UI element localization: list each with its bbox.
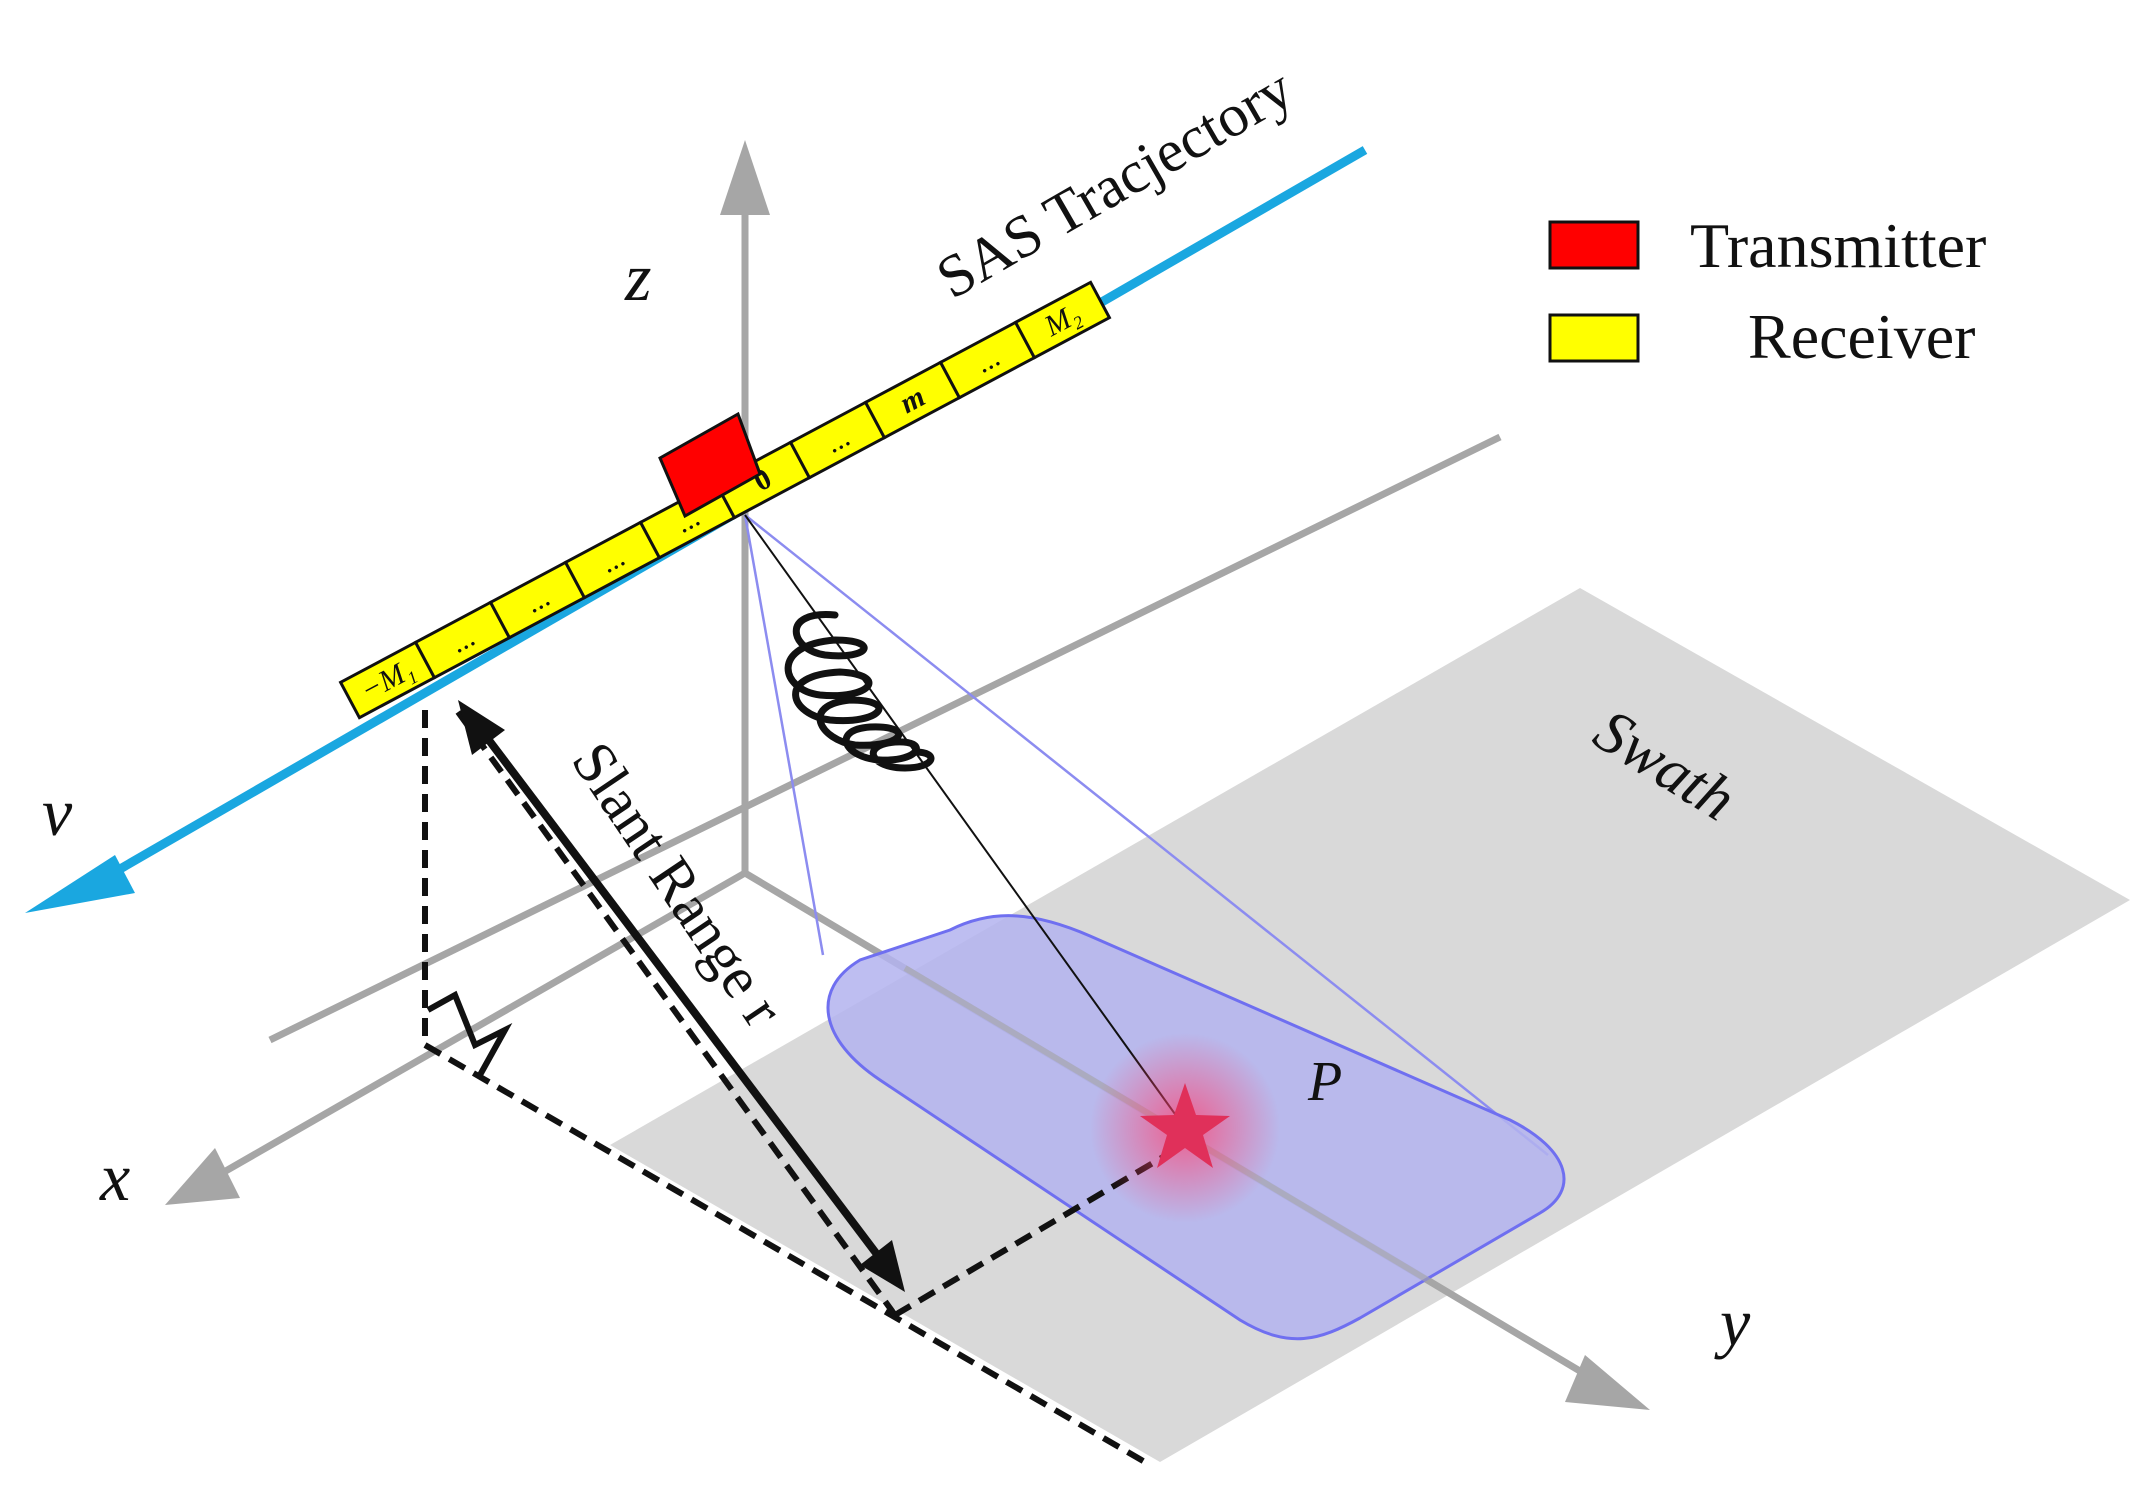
legend-label-transmitter: Transmitter	[1690, 210, 1986, 281]
slant-range-arrowhead-bottom	[860, 1240, 905, 1292]
target-star-icon	[1140, 1083, 1230, 1168]
transmit-waveform	[784, 611, 935, 772]
y-axis-arrowhead	[1565, 1355, 1650, 1410]
transmitter-block	[658, 411, 762, 519]
legend-swatch-transmitter	[1548, 220, 1640, 270]
x-axis-label: x	[99, 1139, 130, 1215]
x-axis-line	[208, 869, 747, 1184]
swath-area	[610, 588, 2130, 1462]
target-label: P	[1307, 1051, 1342, 1113]
v-velocity-label: v	[42, 774, 73, 850]
slant-range-arrowhead-top	[458, 700, 505, 755]
x-axis-arrowhead	[165, 1148, 240, 1205]
receiver-array: −M₁............0...m...M₂	[338, 280, 1112, 720]
legend-swatch-receiver	[1548, 313, 1640, 363]
z-axis-arrowhead	[720, 140, 770, 215]
horizontal-reference-line	[268, 433, 1502, 1044]
right-angle-marker	[426, 990, 513, 1077]
y-axis-label: y	[1714, 1284, 1751, 1360]
legend-label-receiver: Receiver	[1748, 301, 1975, 372]
legend: Transmitter Receiver	[1548, 210, 1986, 372]
slant-range-arrow-line	[481, 732, 889, 1268]
velocity-arrowhead	[25, 855, 135, 913]
beam-cone	[743, 514, 1549, 1156]
trajectory-label: SAS Tracjectory	[926, 55, 1304, 311]
receiver-cell	[1013, 280, 1112, 360]
z-axis-label: z	[624, 239, 651, 315]
projection-dashes	[422, 710, 1177, 1468]
